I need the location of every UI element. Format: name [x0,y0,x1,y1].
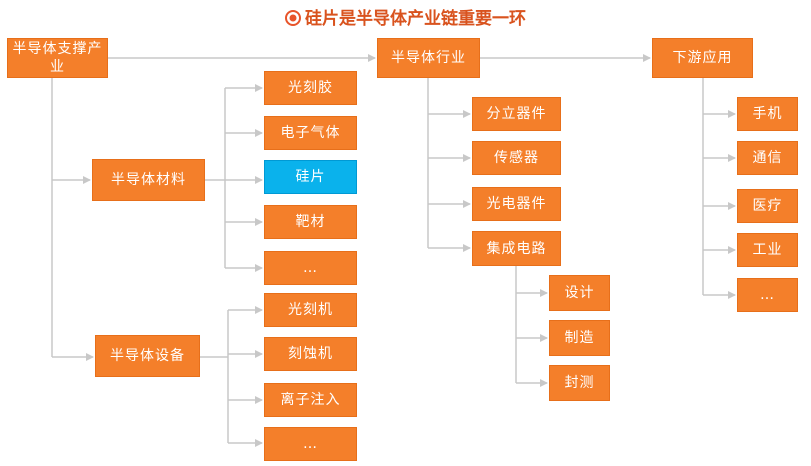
node-silicon-wafer: 硅片 [264,160,357,194]
node-optoelectronic-devices: 光电器件 [472,187,561,221]
node-equipment: 半导体设备 [95,335,200,377]
node-target: 靶材 [264,205,357,239]
node-communication: 通信 [737,141,798,175]
node-design: 设计 [549,275,610,311]
diagram-title: 硅片是半导体产业链重要一环 [0,4,811,29]
node-materials: 半导体材料 [92,159,205,201]
node-medical: 医疗 [737,189,798,223]
node-integrated-circuits: 集成电路 [472,231,561,266]
node-photoresist: 光刻胶 [264,71,357,105]
node-discrete-devices: 分立器件 [472,97,561,131]
node-packaging-testing: 封测 [549,365,610,401]
node-ion-implantation: 离子注入 [264,383,357,417]
node-semiconductor-industry: 半导体行业 [377,38,480,78]
title-text: 硅片是半导体产业链重要一环 [305,9,526,29]
node-etching-machine: 刻蚀机 [264,337,357,371]
node-lithography-machine: 光刻机 [264,293,357,327]
node-manufacturing: 制造 [549,320,610,356]
node-downstream-more: … [737,278,798,312]
node-industrial: 工业 [737,233,798,267]
logo-icon [285,10,301,26]
node-mobile-phone: 手机 [737,97,798,131]
node-materials-more: … [264,251,357,285]
node-support-industry: 半导体支撑产业 [7,38,108,78]
node-electronic-gas: 电子气体 [264,116,357,150]
node-equipment-more: … [264,427,357,461]
node-sensors: 传感器 [472,141,561,175]
node-downstream: 下游应用 [652,38,753,78]
